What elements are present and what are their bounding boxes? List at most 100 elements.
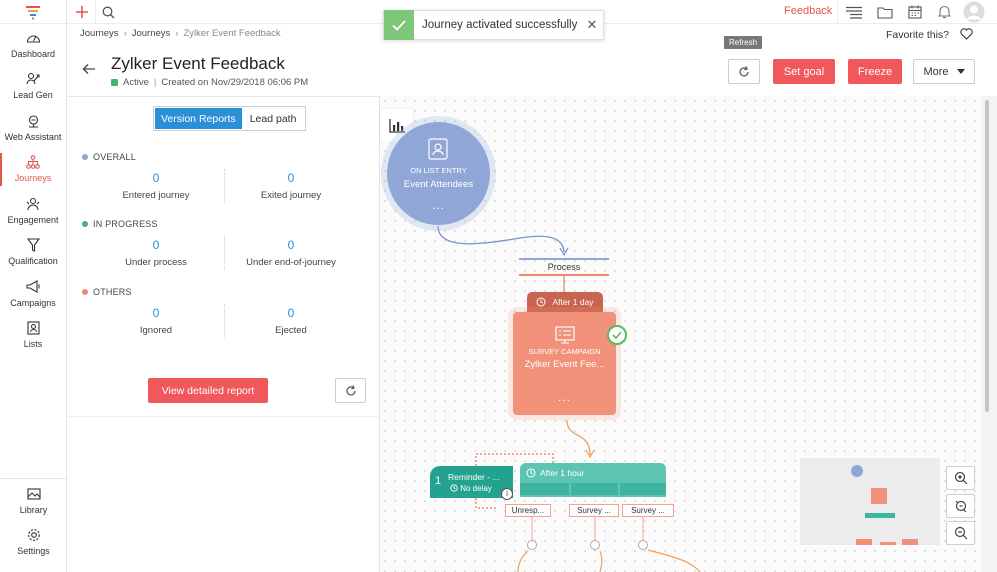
reset-zoom-button[interactable] [946, 494, 975, 518]
section-label: IN PROGRESS [82, 219, 158, 229]
stat-label: Under end-of-journey [246, 257, 336, 268]
branch-unresponded[interactable]: Unresp... [505, 504, 551, 517]
section-dot [82, 221, 88, 227]
clock-icon [450, 484, 458, 492]
nav-item-campaigns[interactable]: Campaigns [0, 273, 66, 315]
branch-port[interactable] [527, 540, 537, 550]
contact-card-icon [428, 138, 448, 160]
entry-node-type: ON LIST ENTRY [410, 166, 467, 175]
search-icon[interactable] [100, 4, 116, 20]
info-icon[interactable]: i [501, 488, 513, 500]
list-entry-node[interactable]: ON LIST ENTRY Event Attendees ... [387, 122, 490, 225]
stat-label: Ignored [139, 325, 173, 336]
back-arrow-icon[interactable] [82, 62, 96, 76]
report-refresh-button[interactable] [335, 378, 366, 403]
reminder-title: Reminder - ... [448, 472, 500, 482]
entry-node-menu[interactable]: ... [431, 198, 445, 212]
breadcrumb-item[interactable]: Journeys [131, 28, 171, 39]
minimap[interactable] [800, 458, 940, 545]
refresh-icon [739, 65, 749, 76]
stat-label: Exited journey [260, 190, 322, 201]
entry-node-name: Event Attendees [403, 179, 474, 190]
branch-port[interactable] [638, 540, 648, 550]
branch-bar [520, 483, 666, 495]
nav-item-lists[interactable]: Lists [0, 315, 66, 357]
reminder-delay: No delay [450, 484, 492, 493]
nav-item-journeys[interactable]: Journeys [0, 149, 66, 191]
breadcrumb-item[interactable]: Journeys [80, 28, 119, 39]
add-icon[interactable] [74, 4, 90, 20]
delay-after-day-label: After 1 day [552, 297, 594, 307]
canvas-scrollbar[interactable] [981, 96, 997, 572]
nav-item-label: Qualification [8, 256, 58, 267]
stat-label: Under process [125, 257, 187, 268]
heart-icon[interactable] [960, 28, 973, 43]
view-detailed-report-button[interactable]: View detailed report [148, 378, 268, 403]
feedback-link[interactable]: Feedback [784, 5, 833, 17]
nav-item-engagement[interactable]: Engagement [0, 190, 66, 232]
tasks-icon[interactable] [846, 4, 862, 20]
section-title: OVERALL [93, 152, 136, 162]
status-badge: Active [123, 77, 149, 88]
created-date: Created on Nov/29/2018 06:06 PM [161, 77, 309, 88]
nav-item-library[interactable]: Library [0, 480, 67, 522]
nav-item-lead-gen[interactable]: Lead Gen [0, 66, 66, 108]
logo-icon [26, 5, 40, 19]
stat-value[interactable]: 0 [152, 171, 160, 185]
delay-after-day[interactable]: After 1 day [527, 292, 603, 312]
stat-divider [224, 304, 225, 338]
survey-node-name: Zylker Event Fee... [524, 359, 605, 370]
calendar-icon[interactable] [907, 4, 923, 20]
survey-node-menu[interactable]: ... [557, 390, 571, 404]
folder-icon[interactable] [877, 4, 893, 20]
app-logo[interactable] [0, 0, 66, 24]
delay-after-hour-node[interactable]: After 1 hour [520, 463, 666, 497]
more-label: More [923, 65, 949, 78]
engagement-icon [26, 197, 41, 211]
report-panel-footer [68, 416, 380, 572]
close-icon[interactable]: ✕ [586, 17, 598, 32]
nav-item-settings[interactable]: Settings [0, 522, 67, 564]
nav-item-label: Library [19, 504, 48, 515]
reset-zoom-icon [955, 500, 966, 513]
stat-value[interactable]: 0 [287, 238, 295, 252]
nav-item-label: Campaigns [10, 297, 56, 308]
stat-value[interactable]: 0 [287, 171, 295, 185]
set-goal-button[interactable]: Set goal [773, 59, 835, 84]
stat-value[interactable]: 0 [287, 306, 295, 320]
refresh-tooltip: Refresh [724, 36, 763, 49]
more-dropdown[interactable]: More [913, 59, 975, 84]
stat-value[interactable]: 0 [152, 306, 160, 320]
status-line: Active | Created on Nov/29/2018 06:06 PM [111, 77, 308, 88]
branch-survey-1[interactable]: Survey ... [569, 504, 619, 517]
bar-chart-icon [388, 118, 405, 133]
notifications-icon[interactable] [936, 4, 952, 20]
nav-item-qualification[interactable]: Qualification [0, 232, 66, 274]
zoom-in-button[interactable] [946, 466, 975, 490]
branch-survey-2[interactable]: Survey ... [622, 504, 674, 517]
tab-lead-path[interactable]: Lead path [249, 112, 297, 125]
reminder-node[interactable]: 1 Reminder - ... No delay [430, 466, 513, 498]
zoom-out-button[interactable] [946, 521, 975, 545]
nav-item-label: Journeys [14, 173, 52, 184]
refresh-button[interactable] [728, 59, 760, 84]
scrollbar-thumb[interactable] [985, 100, 989, 412]
stat-value[interactable]: 0 [152, 238, 160, 252]
minimap-preview [851, 465, 918, 545]
status-dot [111, 79, 118, 86]
nav-item-dashboard[interactable]: Dashboard [0, 24, 66, 66]
check-circle-icon [607, 325, 627, 345]
avatar[interactable] [963, 1, 985, 23]
tab-version-reports[interactable]: Version Reports [155, 108, 242, 129]
survey-campaign-node[interactable]: SURVEY CAMPAIGN Zylker Event Fee... ... [513, 312, 616, 415]
lists-icon [26, 321, 41, 335]
refresh-icon [345, 384, 356, 395]
dashboard-icon [26, 31, 41, 45]
section-label: OVERALL [82, 152, 136, 162]
freeze-button[interactable]: Freeze [848, 59, 902, 84]
nav-item-web-assistant[interactable]: Web Assistant [0, 107, 66, 149]
branch-port[interactable] [590, 540, 600, 550]
